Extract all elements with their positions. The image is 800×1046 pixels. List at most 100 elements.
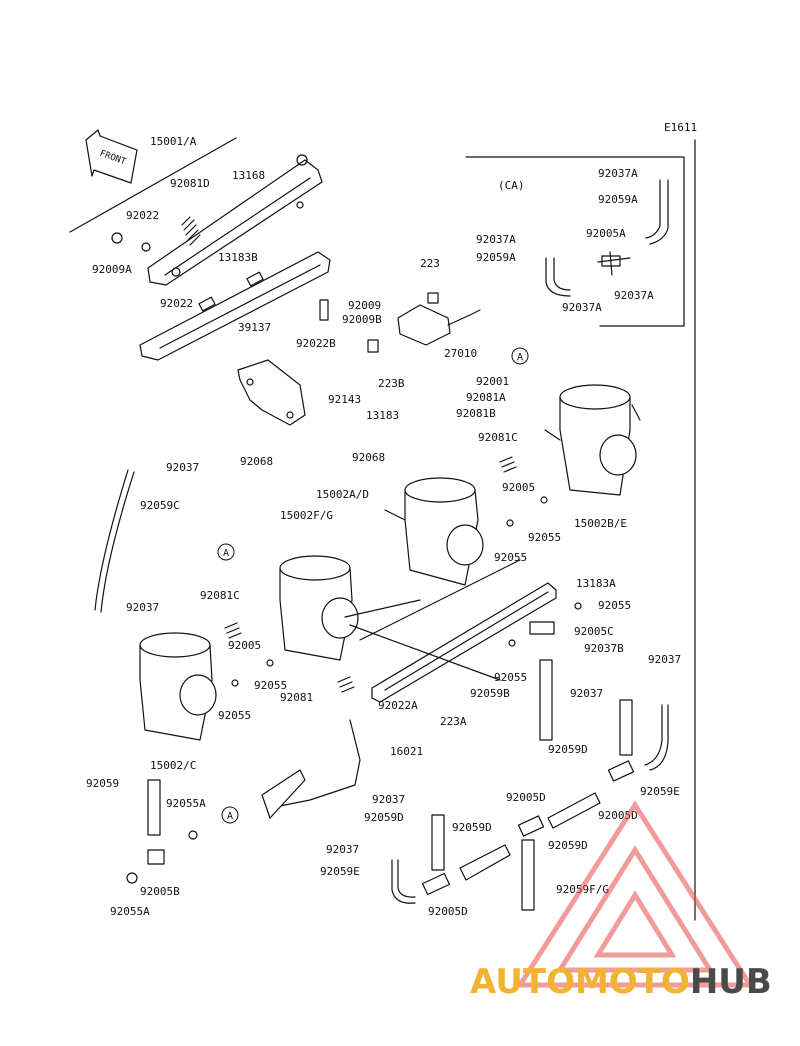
spring-92081D [181,216,201,246]
tee-92005A [597,251,631,276]
part-label: 92022 [126,209,160,222]
part-label: 92059D [364,811,404,824]
hose-92059D-right [619,699,633,756]
part-label: 13183B [218,251,258,264]
part-label: 92059E [320,865,360,878]
hose-92059B [539,659,553,741]
part-label: 92055 [218,709,252,722]
callout-a-text-2: A [223,548,229,559]
part-label: 92022B [296,337,336,350]
part-label: 92055 [528,531,562,544]
watermark-part1: AUTOMOTO [470,962,690,1002]
part-label: 92037 [126,601,160,614]
part-label: 92005 [502,481,536,494]
part-label: 92005C [574,625,614,638]
part-label: 92009 [348,299,382,312]
hose-92059D-mid [431,814,445,871]
sensor-223 [397,292,481,346]
hose-92059FG [521,839,535,911]
part-label: 92037A [562,301,602,314]
part-label: 92081B [456,407,496,420]
ca-box [465,156,685,327]
callout-a-text-3: A [227,811,233,822]
part-label: 92055A [166,797,206,810]
carburetor-right [544,384,641,496]
part-label: 92037 [570,687,604,700]
carburetor-left [139,632,217,741]
ca-label: (CA) [498,179,525,192]
callout-a-1 [217,347,529,824]
part-label: 92059 [86,777,120,790]
front-arrow-icon [85,129,138,184]
hose-92059A-top [649,179,669,245]
hose-92059A-left [545,257,571,297]
part-label: 92037A [598,167,638,180]
part-label: 92037B [584,642,624,655]
part-label: 92037 [166,461,200,474]
part-label: 92059D [548,839,588,852]
part-label: 92037A [614,289,654,302]
part-label: 92059D [452,821,492,834]
part-label: 15002B/E [574,517,627,530]
part-label: 92022 [160,297,194,310]
part-label: 92009A [92,263,132,276]
part-label: 92081A [466,391,506,404]
fuel-rail-13183B [139,251,331,361]
hose-92059 [147,779,161,836]
bracket-39137 [237,359,306,426]
part-label: 92143 [328,393,362,406]
part-label: 92037 [326,843,360,856]
part-label: 92081C [200,589,240,602]
callout-a-text-1: A [517,352,523,363]
hose-92059E-left [391,859,416,904]
hose-92059C [94,469,129,611]
part-label: 92005 [228,639,262,652]
part-label: 92001 [476,375,510,388]
part-label: 13168 [232,169,266,182]
fuel-rail-13168 [147,154,323,286]
watermark-text: AUTOMOTOHUB [470,962,772,1002]
throttle-cable-16021 [261,719,361,819]
diagram-code: E1611 [664,121,698,134]
part-label: 92005D [598,809,638,822]
part-label: 92055 [494,551,528,564]
part-label: 92055 [254,679,288,692]
part-label: 92037 [648,653,682,666]
part-label: 92009B [342,313,382,326]
part-label: 92055A [110,905,150,918]
fuel-rail-13183A [371,582,557,703]
hose-92059E-right [644,704,663,766]
part-label: 92059D [548,743,588,756]
part-label: 223A [440,715,467,728]
carburetor-middle [384,477,484,586]
hose-92059D-diag1 [459,844,511,881]
part-label: 92081D [170,177,210,190]
part-label: 92055 [494,671,528,684]
part-label: 39137 [238,321,272,334]
part-label: 92055 [598,599,632,612]
part-label: 92059F/G [556,883,609,896]
part-label: 27010 [444,347,478,360]
part-label: 16021 [390,745,424,758]
part-label: 92059A [476,251,516,264]
part-label: 92022A [378,699,418,712]
watermark-part2: HUB [689,962,772,1002]
part-label: 223B [378,377,405,390]
part-label: 92081C [478,431,518,444]
part-label: 15002/C [150,759,197,772]
part-label: 92005D [428,905,468,918]
part-label: 92059B [470,687,510,700]
part-label: 92059E [640,785,680,798]
part-label: 92037A [476,233,516,246]
carburetor-left-middle [279,555,359,661]
part-label: 15001/A [150,135,197,148]
part-label: 15002F/G [280,509,333,522]
part-label: 13183 [366,409,400,422]
part-label: 92005A [586,227,626,240]
part-label: 92081 [280,691,314,704]
part-label: 92037 [372,793,406,806]
part-label: 92068 [240,455,274,468]
hose-92059D-diag2 [547,792,601,829]
part-label: 92005B [140,885,180,898]
